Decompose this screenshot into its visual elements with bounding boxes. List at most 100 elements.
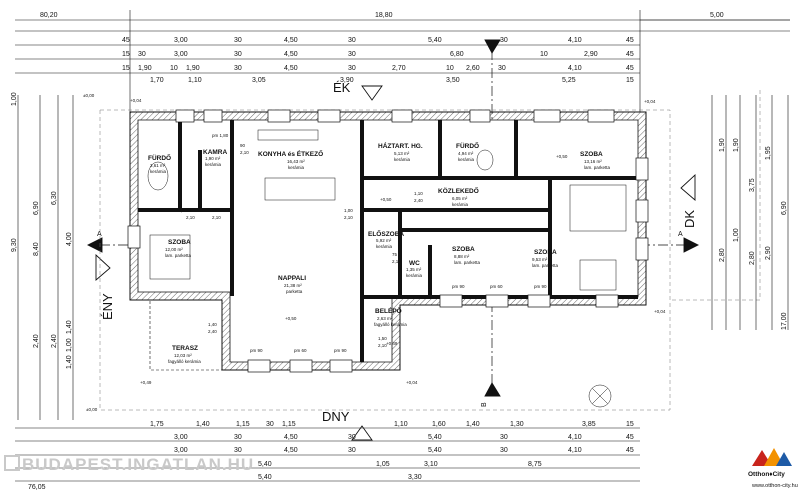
room-floor: parketta <box>286 289 303 294</box>
dim-label: 30 <box>500 434 508 441</box>
level-marker: +0,04 <box>406 380 418 385</box>
room-floor: lam. parketta <box>584 165 611 170</box>
level-marker: +0,49 <box>140 380 152 385</box>
dim-label: 4,50 <box>284 37 298 44</box>
dim-label: 10 <box>170 65 178 72</box>
compass-markers <box>86 39 700 441</box>
corner-dimension: 80,20 <box>40 12 58 19</box>
dim-label: 30 <box>234 37 242 44</box>
dim-label: 5,40 <box>258 461 272 468</box>
dim-label: 17,00 <box>781 312 788 330</box>
corner-dimension: 76,05 <box>28 484 46 491</box>
room-area: 12,03 m² <box>174 353 192 358</box>
room-area: 21,38 m² <box>284 283 302 288</box>
dim-label: 8,75 <box>528 461 542 468</box>
room-floor: fagyálló kerámia <box>168 359 201 364</box>
dim-label: 4,10 <box>568 65 582 72</box>
room-floor: kerámia <box>376 244 393 249</box>
dim-label: 45 <box>626 65 634 72</box>
dim-label: 30 <box>138 51 146 58</box>
opening-dim: 90 <box>212 208 218 213</box>
logo-roof-icon <box>776 452 792 466</box>
dim-label: 3,00 <box>174 37 188 44</box>
room-area: 12,00 m² <box>165 247 183 252</box>
well-symbol <box>588 384 612 408</box>
dim-label: 1,15 <box>282 421 296 428</box>
section-a-label-right: A <box>678 231 683 238</box>
logo-url: www.otthon-city.hu <box>751 483 798 489</box>
dim-label: 30 <box>500 37 508 44</box>
room-name: SZOBA <box>168 239 191 246</box>
room-area: 1,35 m² <box>406 267 422 272</box>
dim-label: 2,70 <box>392 65 406 72</box>
room-name: SZOBA <box>580 151 603 158</box>
logo-name: Otthon♦City <box>748 471 785 478</box>
right-dimension-chains <box>711 95 789 330</box>
dim-label: 45 <box>626 37 634 44</box>
dim-label: 6,80 <box>450 51 464 58</box>
opening-dimensions: pm 1,80 90 2,10 90 2,10 1,00 2,10 1,10 2… <box>186 133 547 353</box>
south-arrow <box>351 425 373 441</box>
room-area: 9,53 m² <box>532 257 548 262</box>
east-arrow <box>680 173 696 201</box>
section-a-marker-right <box>683 237 700 253</box>
dim-label: 30 <box>348 51 356 58</box>
dim-label: 2,40 <box>33 334 40 348</box>
room-name: TERASZ <box>172 345 198 352</box>
west-arrow <box>95 253 111 281</box>
room-area: 3,61 m² <box>150 163 166 168</box>
dim-label: 2,80 <box>749 251 756 265</box>
opening-dim: pm 90 <box>534 284 547 289</box>
opening-dim: 90 <box>186 208 192 213</box>
level-marker: +0,04 <box>130 98 142 103</box>
dim-label: 1,40 <box>66 355 73 369</box>
dim-label: 2,90 <box>765 246 772 260</box>
room-area: 5,92 m² <box>376 238 392 243</box>
watermark-text: BUDAPEST.INGATLAN.HU <box>22 455 254 474</box>
dim-label: 1,90 <box>186 65 200 72</box>
level-markers: ±0,00 +0,04 +0,04 +0,04 +0,50 +0,50 +0,5… <box>83 93 666 412</box>
room-name: HÁZTART. HG. <box>378 141 423 150</box>
dim-label: 1,75 <box>150 421 164 428</box>
section-b-marker-bottom <box>484 382 501 397</box>
watermark: BUDAPEST.INGATLAN.HU <box>4 455 254 474</box>
room-name: BELÉPŐ <box>375 306 402 315</box>
left-dimension-text: 1,00 6,90 9,30 2,40 2,40 6,30 8,40 4,00 … <box>11 92 73 369</box>
bottom-dimension-chains <box>15 427 640 482</box>
dim-label: 30 <box>500 447 508 454</box>
dim-label: 1,90 <box>733 138 740 152</box>
dim-label: 8,40 <box>33 242 40 256</box>
opening-dim: pm 1,80 <box>212 133 229 138</box>
dim-label: 1,40 <box>66 320 73 334</box>
level-marker: +0,49 <box>386 341 398 346</box>
dim-label: 15 <box>626 421 634 428</box>
opening-dim: 2,10 <box>212 215 221 220</box>
dim-label: 30 <box>348 37 356 44</box>
room-area: 13,16 m² <box>584 159 602 164</box>
kitchen-counter <box>257 129 319 141</box>
dim-label: 30 <box>234 447 242 454</box>
room-floor: lam. parketta <box>532 263 559 268</box>
opening-dim: 2,10 <box>240 150 249 155</box>
opening-dim: pm 60 <box>294 348 307 353</box>
room-name: ELŐSZOBA <box>368 229 404 238</box>
room-area: 16,43 m² <box>287 159 305 164</box>
dim-label: 4,50 <box>284 447 298 454</box>
opening-dim: 2,40 <box>208 329 217 334</box>
dining-table <box>264 177 336 201</box>
dim-label: 1,15 <box>236 421 250 428</box>
dim-label: 2,80 <box>719 248 726 262</box>
room-name: SZOBA <box>452 246 475 253</box>
dim-label: 1,95 <box>765 146 772 160</box>
opening-dim: 1,00 <box>344 208 353 213</box>
right-offset-dimension: 5,00 <box>710 12 724 19</box>
dim-label: 5,40 <box>428 434 442 441</box>
dim-label: 15 <box>122 65 130 72</box>
room-area: 2,63 m² <box>377 316 393 321</box>
dim-label: 3,00 <box>174 51 188 58</box>
dim-label: 30 <box>234 51 242 58</box>
dim-label: 1,05 <box>376 461 390 468</box>
dim-label: 15 <box>626 77 634 84</box>
dim-label: 4,10 <box>568 37 582 44</box>
company-logo: Otthon♦City www.otthon-city.hu <box>748 448 798 489</box>
